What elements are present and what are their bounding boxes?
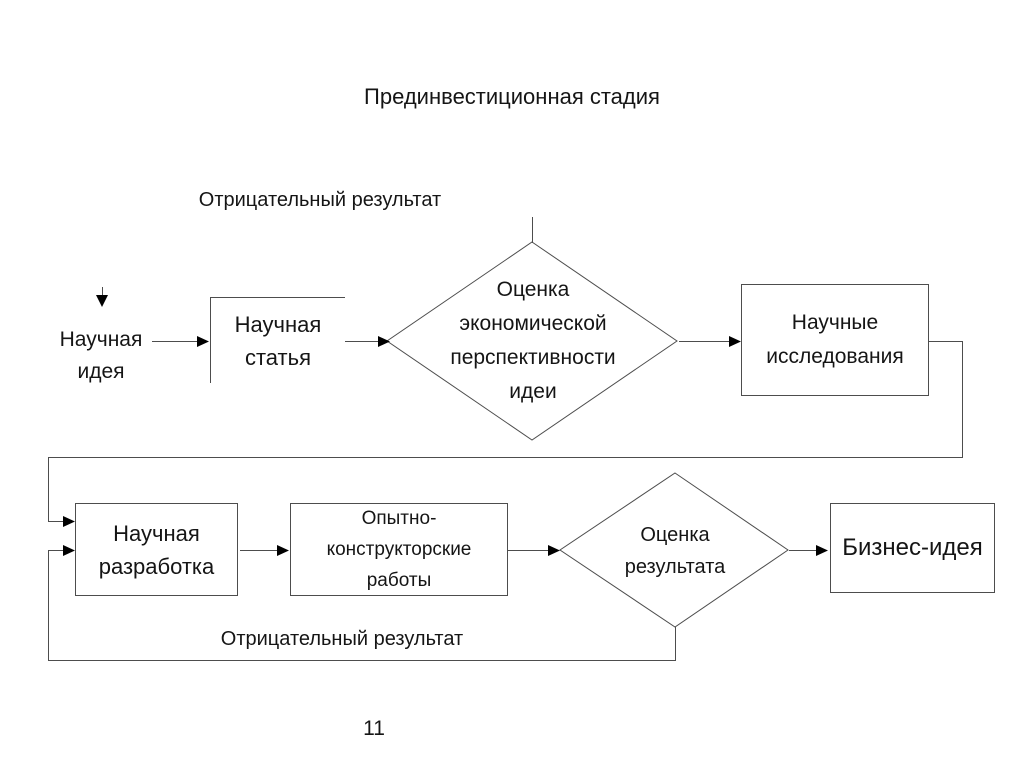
node-business-idea: Бизнес-идея [830,503,995,593]
negative-result-label-top: Отрицательный результат [198,189,442,211]
edge-evalresult-business-arrowhead [816,545,828,556]
node-business-idea-label: Бизнес-идея [842,534,983,561]
node-science-research: Научные исследования [741,284,929,396]
slide-title: Прединвестиционная стадия [364,84,660,109]
eval-prospects-diamond [386,241,678,441]
node-science-development: Научная разработка [75,503,238,596]
edge-article-eval-arrowhead [378,336,390,347]
node-design-works-label: Опытно- конструкторские работы [326,508,472,591]
edge-development-design-arrowhead [277,545,289,556]
edge-research-development-arrowhead [63,516,75,527]
node-eval-result-label: Оценка результата [624,524,726,578]
node-design-works: Опытно- конструкторские работы [290,503,508,596]
node-science-research-label: Научные исследования [766,311,904,368]
idea-pointer-arrow-icon [96,295,108,307]
node-science-article: Научная статья [210,297,345,383]
edge-research-development-line [48,341,963,522]
edge-idea-article-arrowhead [197,336,209,347]
node-science-development-label: Научная разработка [98,520,215,579]
node-science-idea: Научная идея [59,328,143,383]
node-eval-prospects-label: Оценка экономической перспективности иде… [450,278,616,403]
edge-design-evalresult-arrowhead [548,545,560,556]
edge-evalresult-development-arrowhead [63,545,75,556]
node-science-article-label: Научная статья [234,311,322,370]
page-number: 11 [363,717,385,740]
edge-eval-research-arrowhead [729,336,741,347]
edge-evalresult-development-line [48,550,676,661]
negative-result-label-bottom: Отрицательный результат [220,628,464,650]
